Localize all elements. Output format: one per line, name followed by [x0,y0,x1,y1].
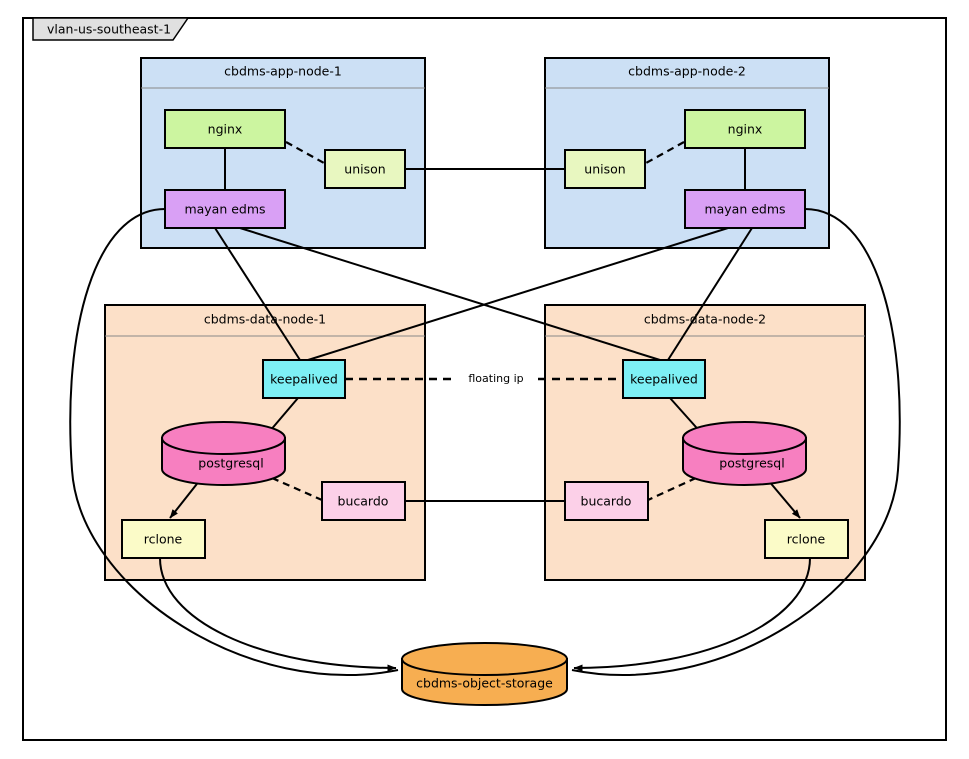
rclone-1-label: rclone [144,532,183,547]
component-unison-1[interactable]: unison [324,149,406,189]
edge-postgresql1-rclone1 [169,479,201,519]
rclone-2-label: rclone [787,532,826,547]
keepalived-1-label: keepalived [270,372,338,387]
vlan-label: vlan-us-southeast-1 [47,22,171,37]
app-node-2-title: cbdms-app-node-2 [628,64,746,79]
component-postgresql-1[interactable]: postgresql [161,421,286,486]
edge-label-floating-ip: floating ip [468,372,523,385]
unison-1-label: unison [344,162,385,177]
component-keepalived-2[interactable]: keepalived [622,359,706,399]
edge-mayan2-object-storage [571,208,901,676]
edge-rclone2-object-storage [573,557,811,672]
unison-1-box[interactable] [324,149,406,189]
mayan-edms-1-label: mayan edms [184,202,265,217]
postgresql-1-label: postgresql [198,456,263,471]
component-nginx-2[interactable]: nginx [684,109,806,149]
edge-postgresql2-bucardo2 [647,477,697,501]
vlan-label-tab [32,17,190,41]
data-node-2-title: cbdms-data-node-2 [644,312,766,327]
edge-nginx1-unison1 [285,141,325,164]
postgresql-2-label: postgresql [719,456,784,471]
keepalived-2-box[interactable] [622,359,706,399]
nginx-2-label: nginx [728,122,763,137]
keepalived-1-box[interactable] [262,359,346,399]
data-node-1-title: cbdms-data-node-1 [204,312,326,327]
mayan-edms-2-box[interactable] [684,189,806,229]
edge-postgresql2-rclone2 [767,479,801,519]
edge-mayan1-object-storage [69,208,399,676]
component-unison-2[interactable]: unison [564,149,646,189]
postgresql-2-cylinder-top[interactable] [682,421,807,455]
nginx-1-label: nginx [208,122,243,137]
edge-rclone1-object-storage [159,557,397,672]
bucardo-1-box[interactable] [321,481,406,521]
component-object-storage[interactable]: cbdms-object-storage [401,642,568,706]
edge-postgresql1-bucardo1 [271,476,323,502]
bucardo-1-label: bucardo [338,494,389,509]
unison-2-label: unison [584,162,625,177]
edge-mayan1-keepalived1 [214,227,301,361]
component-rclone-2[interactable]: rclone [764,519,849,559]
nginx-2-box[interactable] [684,109,806,149]
component-mayan-edms-2[interactable]: mayan edms [684,189,806,229]
component-keepalived-1[interactable]: keepalived [262,359,346,399]
component-rclone-1[interactable]: rclone [121,519,206,559]
bucardo-2-box[interactable] [564,481,649,521]
object-storage-cylinder-top[interactable] [401,642,568,676]
edge-mayan2-keepalived1 [307,227,729,361]
component-mayan-edms-1[interactable]: mayan edms [164,189,286,229]
edge-mayan1-keepalived2 [239,227,661,361]
component-postgresql-2[interactable]: postgresql [682,421,807,486]
edge-nginx2-unison2 [645,141,685,164]
mayan-edms-2-label: mayan edms [704,202,785,217]
rclone-2-box[interactable] [764,519,849,559]
nginx-1-box[interactable] [164,109,286,149]
unison-2-box[interactable] [564,149,646,189]
mayan-edms-1-box[interactable] [164,189,286,229]
rclone-1-box[interactable] [121,519,206,559]
object-storage-label: cbdms-object-storage [416,676,553,691]
component-bucardo-1[interactable]: bucardo [321,481,406,521]
keepalived-2-label: keepalived [630,372,698,387]
bucardo-2-label: bucardo [581,494,632,509]
postgresql-1-cylinder-top[interactable] [161,421,286,455]
app-node-1-title: cbdms-app-node-1 [224,64,342,79]
edge-mayan2-keepalived2 [667,227,753,361]
component-bucardo-2[interactable]: bucardo [564,481,649,521]
component-nginx-1[interactable]: nginx [164,109,286,149]
